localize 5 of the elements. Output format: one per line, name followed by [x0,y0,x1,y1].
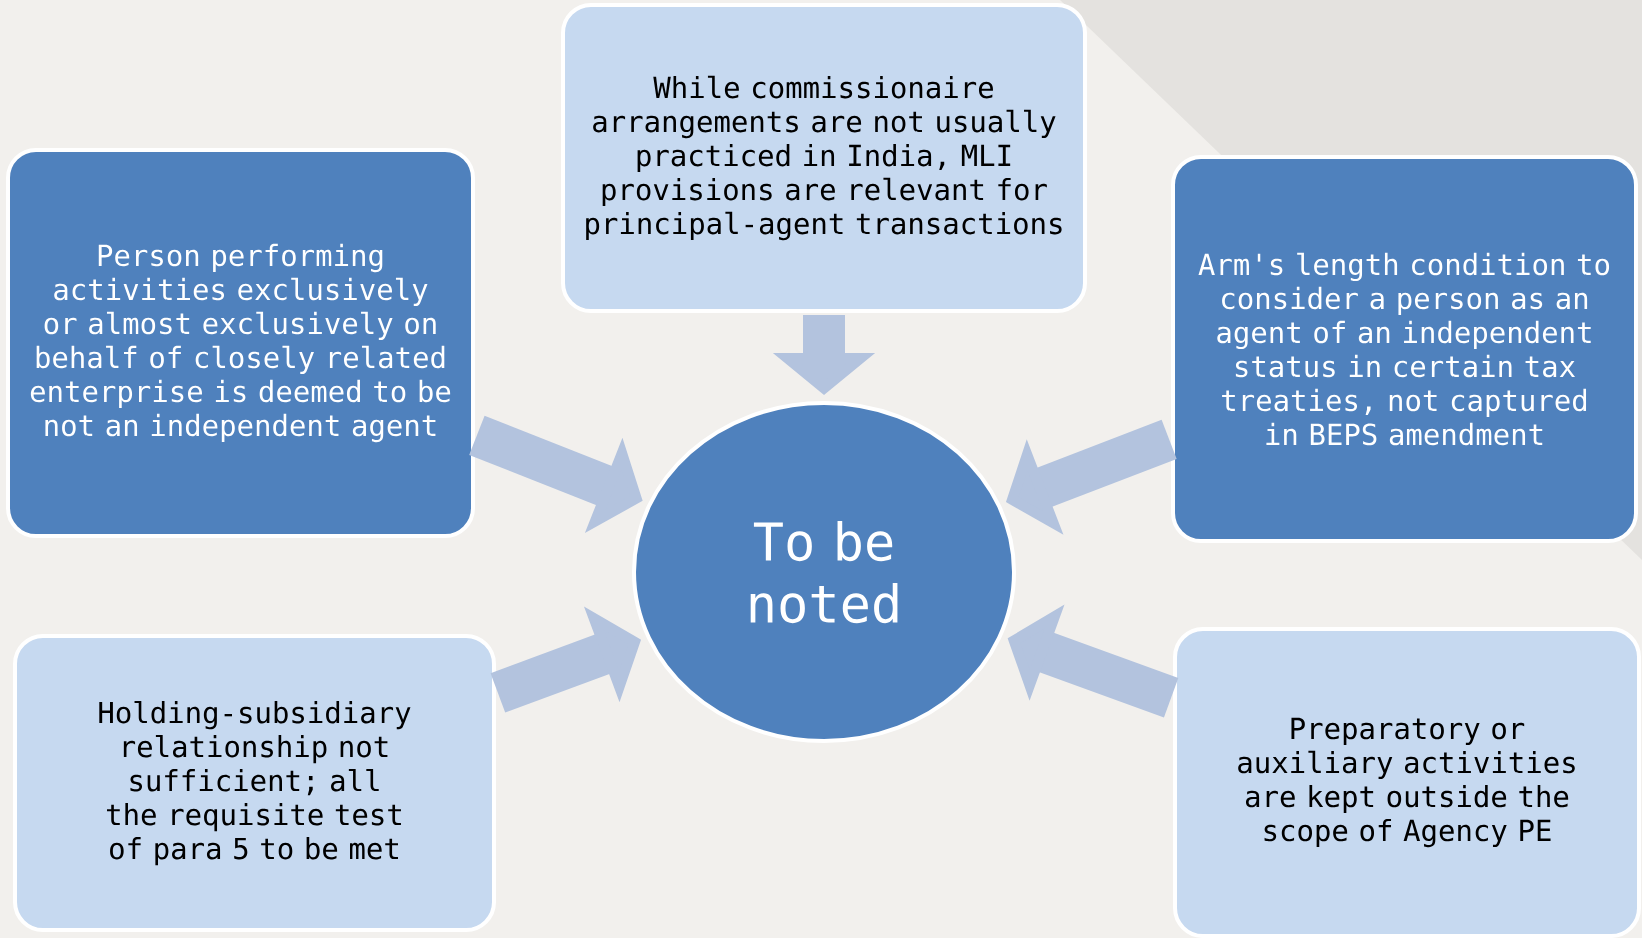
text-box: Arm's length condition to consider a person as an agent of an independent status in certain tax treaties, not captured in BEPS amendment [1171,155,1638,543]
text-box: Person performing activities exclusively or almost exclusively on behalf of closely related enterprise is deemed to be not an independent agent [6,148,475,538]
text-box: While commissionaire arrangements are not usually practiced in India, MLI provisions are relevant for principal-agent transactions [561,3,1087,313]
text-box: Holding-subsidiary relationship not sufficient; all the requisite test of para 5 to be met [13,634,496,932]
text-box: Preparatory or auxiliary activities are kept outside the scope of Agency PE [1173,627,1641,938]
